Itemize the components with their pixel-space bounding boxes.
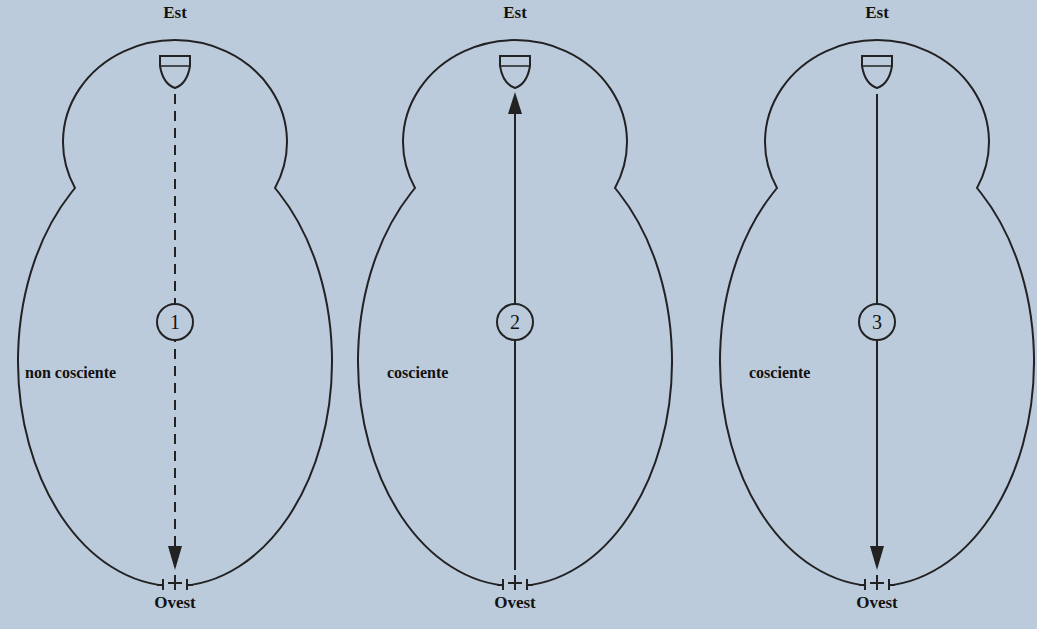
arrow-head xyxy=(508,92,522,114)
arrow-head xyxy=(870,546,884,570)
arrow-head xyxy=(168,546,182,570)
awareness-label: cosciente xyxy=(749,364,810,382)
altar-symbol xyxy=(500,65,530,67)
church-node: cosciente 3 xyxy=(719,38,1035,590)
church-outline xyxy=(358,40,672,586)
church-outline xyxy=(720,40,1034,586)
door-cross xyxy=(859,575,895,590)
callout-number: 1 xyxy=(170,311,180,334)
callout-circle: 2 xyxy=(496,303,534,341)
callout-number: 2 xyxy=(510,311,520,334)
compass-label: Est xyxy=(865,3,889,23)
altar-symbol xyxy=(862,65,892,67)
church-node: non cosciente 1 xyxy=(17,38,333,590)
compass-label: Ovest xyxy=(494,593,536,613)
altar-symbol xyxy=(500,56,530,88)
compass-label: Ovest xyxy=(154,593,196,613)
compass-label: Est xyxy=(503,3,527,23)
callout-circle: 3 xyxy=(858,303,896,341)
altar-symbol xyxy=(160,65,190,67)
door-cross xyxy=(497,575,533,590)
awareness-label: cosciente xyxy=(387,364,448,382)
altar-symbol xyxy=(160,56,190,88)
compass-label: Est xyxy=(163,3,187,23)
altar-symbol xyxy=(862,56,892,88)
callout-circle: 1 xyxy=(156,303,194,341)
awareness-label: non cosciente xyxy=(25,364,116,382)
church-node: cosciente 2 xyxy=(357,38,673,590)
compass-label: Ovest xyxy=(856,593,898,613)
callout-number: 3 xyxy=(872,311,882,334)
church-outline xyxy=(18,40,332,586)
door-cross xyxy=(157,575,193,590)
